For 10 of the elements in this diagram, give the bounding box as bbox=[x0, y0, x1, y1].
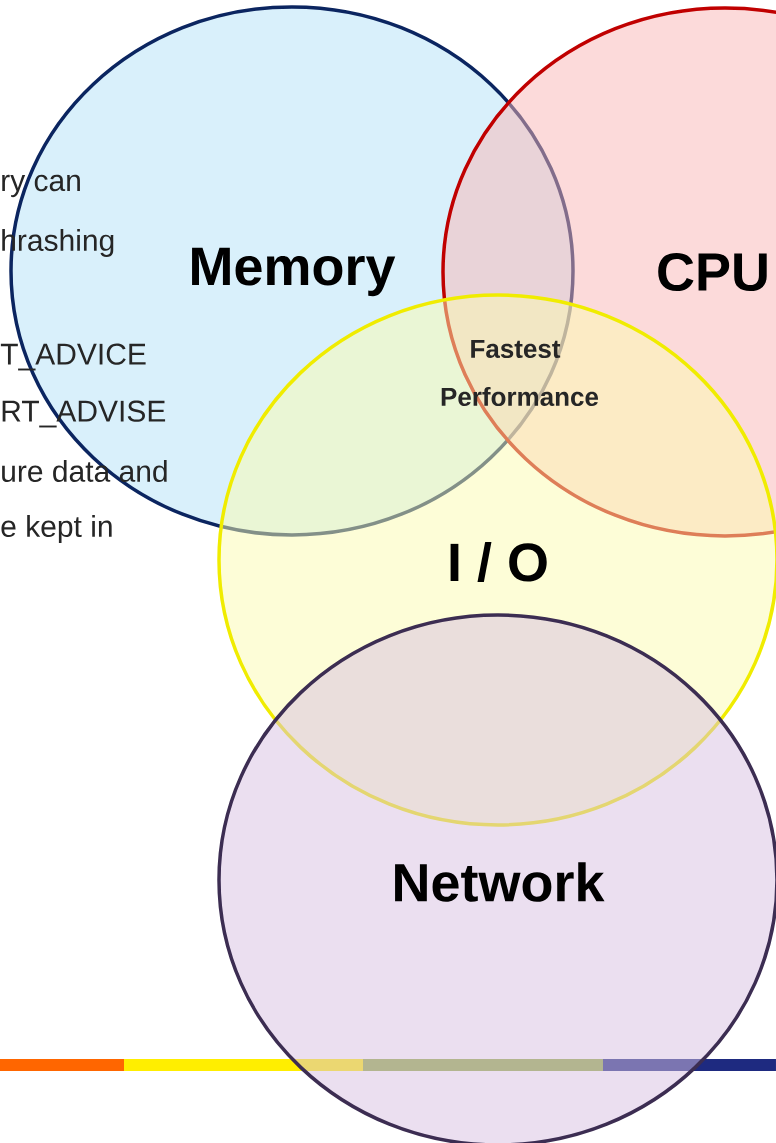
note-text: e kept in bbox=[1, 515, 112, 543]
circle-label: Network bbox=[395, 862, 605, 902]
circle-label: CPU bbox=[658, 252, 767, 292]
circle-label: Memory bbox=[192, 247, 396, 297]
circle-label: I / O bbox=[450, 541, 547, 583]
note-text: ure data and bbox=[2, 460, 167, 482]
note-text: ry can bbox=[2, 174, 80, 198]
overlap-label: Fastest Performance bbox=[441, 339, 599, 407]
venn-circle bbox=[441, 6, 776, 538]
venn-circle bbox=[217, 613, 776, 1143]
